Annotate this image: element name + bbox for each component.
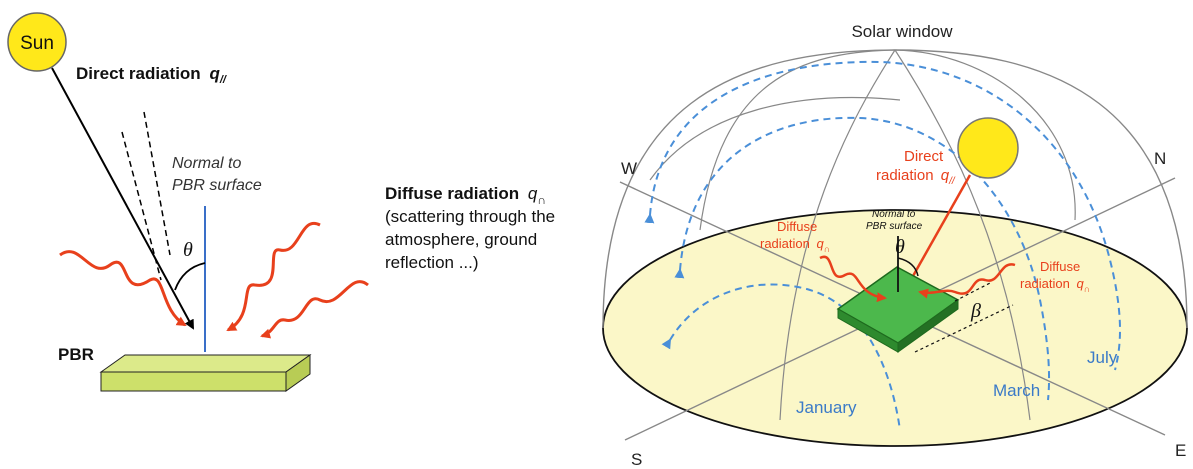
direct-radiation-label: Direct radiation q// — [76, 64, 228, 86]
beta-line-1 — [914, 304, 1014, 353]
dome-meridian-1 — [699, 49, 896, 231]
normal-label-right-1: Normal to — [872, 209, 916, 220]
west-label: W — [621, 159, 637, 178]
sunpath-march — [674, 116, 1051, 401]
diffuse-line-3: reflection ...) — [385, 253, 479, 272]
march-label: March — [993, 381, 1040, 400]
theta-label-right: θ — [895, 236, 905, 258]
diffuse-ray-right-top — [226, 221, 321, 332]
normal-label-right-2: PBR surface — [866, 221, 923, 232]
south-label: S — [631, 450, 642, 469]
theta-label: θ — [183, 239, 193, 261]
diffuse-right-label-1: Diffuse — [1040, 259, 1080, 274]
sun-icon-right — [957, 117, 1019, 179]
diffuse-ray-left — [59, 250, 187, 327]
north-label: N — [1154, 149, 1166, 168]
beta-line-2 — [954, 282, 991, 302]
right-diagram: Solar window W N S E July March January … — [602, 22, 1188, 469]
dome-meridian-5 — [649, 97, 901, 181]
diffuse-ray-right-bottom — [260, 280, 369, 339]
sunpath-july — [644, 60, 1121, 371]
pbr-top-face — [99, 354, 312, 373]
east-label: E — [1175, 441, 1186, 460]
july-label: July — [1087, 348, 1118, 367]
dome-meridian-3 — [779, 49, 896, 421]
pbr-front-face — [100, 371, 287, 392]
diffuse-left-label-2: radiation q∩ — [760, 236, 830, 254]
diffuse-title: Diffuse radiation q∩ — [385, 184, 546, 207]
dome-meridian-4 — [894, 49, 1031, 421]
direct-ray-arrow — [51, 67, 194, 330]
panel-side — [897, 299, 959, 353]
diffuse-description: Diffuse radiation q∩ (scattering through… — [385, 184, 555, 272]
sunpath-january — [661, 283, 901, 431]
pbr-label: PBR — [58, 345, 94, 364]
dashed-ray-2 — [143, 111, 171, 256]
normal-label-2: PBR surface — [172, 177, 262, 194]
january-label: January — [796, 398, 857, 417]
pbr-side-face — [285, 354, 311, 392]
left-diagram: Sun Direct radiation q// Normal to PBR s… — [7, 12, 369, 392]
theta-arc — [174, 262, 206, 291]
direct-label-right-1: Direct — [904, 148, 944, 165]
diffuse-ray-right-right — [918, 263, 1016, 299]
sun-icon — [7, 12, 67, 72]
direct-label-right-2: radiation q// — [876, 167, 956, 187]
diffuse-ray-right-left — [819, 255, 887, 303]
dome-meridian-2 — [894, 49, 1076, 221]
dashed-ray-1 — [121, 131, 162, 281]
diffuse-line-2: atmosphere, ground — [385, 230, 537, 249]
diffuse-right-label-2: radiation q∩ — [1020, 276, 1090, 294]
diffuse-left-label-1: Diffuse — [777, 219, 817, 234]
theta-arc-right — [897, 257, 919, 277]
solar-window-label: Solar window — [851, 22, 953, 41]
beta-label: β — [970, 300, 981, 322]
sun-label: Sun — [20, 33, 54, 54]
normal-label-1: Normal to — [172, 155, 241, 172]
direct-ray-right — [902, 174, 972, 294]
diffuse-line-1: (scattering through the — [385, 207, 555, 226]
